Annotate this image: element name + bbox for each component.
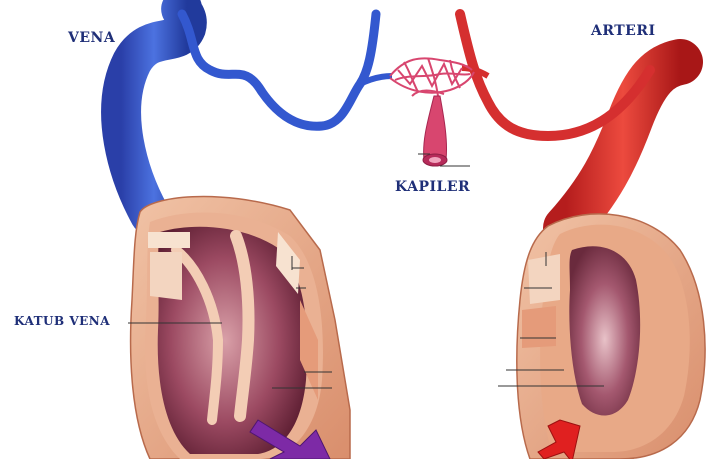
arteri-label: ARTERI bbox=[591, 23, 656, 39]
artery bbox=[460, 14, 680, 228]
vein-cross-section bbox=[128, 197, 350, 459]
vena-label: VENA bbox=[68, 30, 115, 46]
capillary-network bbox=[390, 58, 474, 96]
capillary-tube bbox=[418, 96, 470, 166]
katub-vena-label: KATUB VENA bbox=[14, 314, 110, 328]
vein bbox=[121, 8, 392, 215]
kapiler-label: KAPILER bbox=[395, 179, 470, 195]
artery-cross-section bbox=[498, 214, 705, 459]
